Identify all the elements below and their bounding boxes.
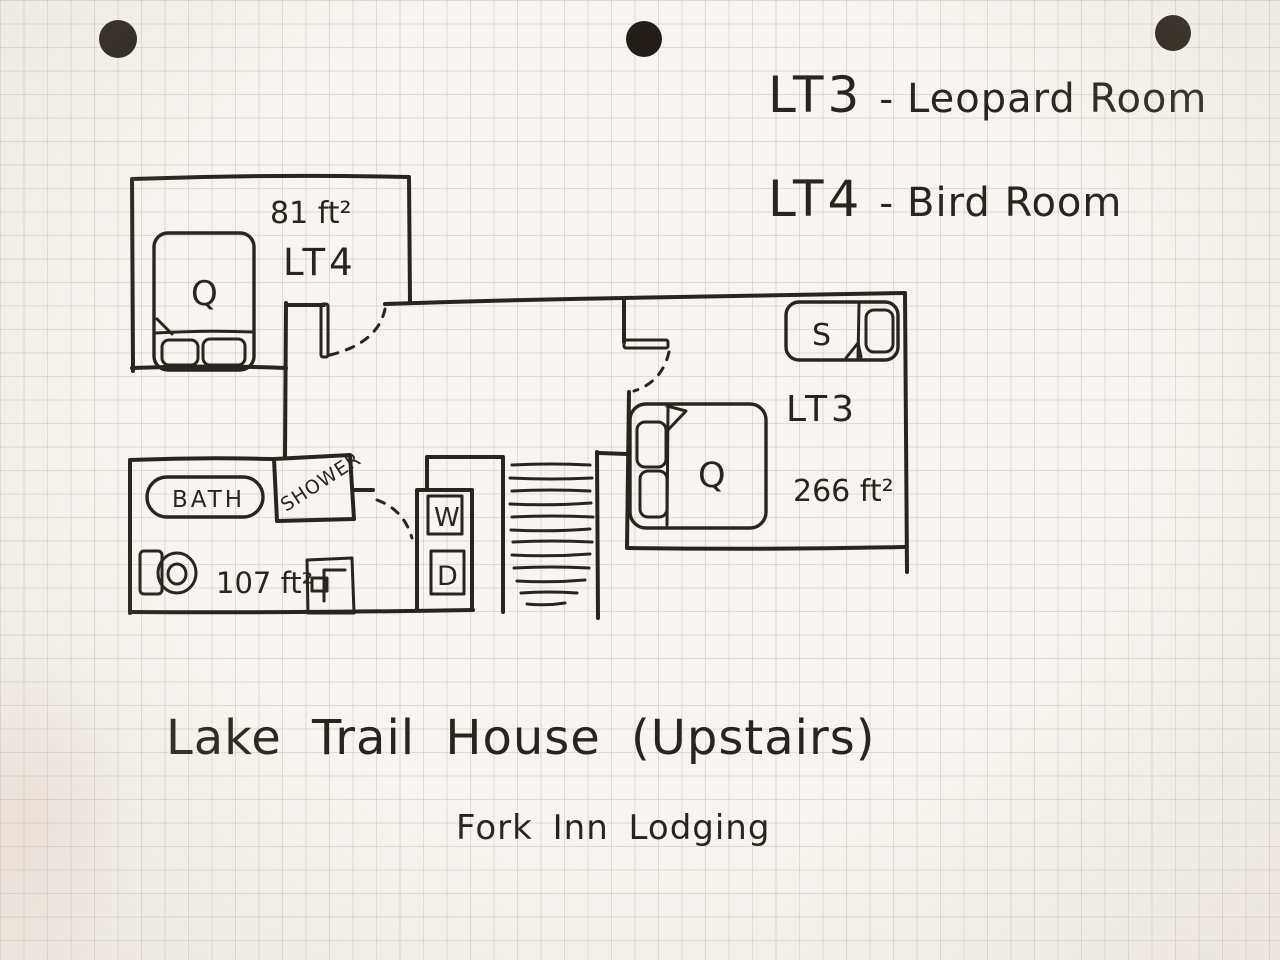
washer-dryer-units: W D bbox=[426, 494, 466, 596]
stair-tread bbox=[508, 476, 594, 481]
lt4-bottom-wall bbox=[130, 364, 288, 370]
lt3-queen-bed-blanket-fold bbox=[665, 404, 688, 432]
laundry-closet-notch-wall bbox=[425, 455, 504, 492]
lt3-single-bed-outline bbox=[784, 300, 900, 362]
legend-lt4-code: LT4 bbox=[768, 170, 864, 228]
sink-vanity bbox=[305, 556, 356, 615]
bathroom-west-north-walls bbox=[128, 456, 274, 615]
lt3-queen-size-label: Q bbox=[698, 456, 726, 496]
lt3-bottom-wall bbox=[626, 545, 907, 551]
stair-tread bbox=[510, 462, 592, 467]
sink-basin bbox=[310, 576, 329, 593]
bathroom-area-label: 107 ft² bbox=[216, 566, 313, 600]
dryer-label: D bbox=[437, 561, 458, 592]
stair-tread bbox=[510, 514, 595, 519]
legend-lt4-separator: - bbox=[879, 181, 894, 225]
lt3-single-bed: S bbox=[784, 300, 900, 362]
toilet-bowl bbox=[156, 551, 198, 595]
lt3-area-label: 266 ft² bbox=[793, 474, 894, 509]
stairwell-east-wall bbox=[595, 450, 600, 620]
lt3-queen-bed: Q bbox=[628, 402, 768, 530]
stair-tread bbox=[519, 590, 579, 595]
hole-punch-right bbox=[1155, 15, 1191, 51]
stair-treads bbox=[508, 462, 595, 607]
lt4-bed-pillow-left bbox=[160, 338, 200, 367]
legend-lt3-name: Leopard Room bbox=[907, 76, 1208, 122]
bathroom-south-wall bbox=[128, 608, 475, 615]
lt3-single-size-label: S bbox=[812, 318, 831, 353]
lt4-bed-size-label: Q bbox=[191, 274, 218, 314]
lt3-queen-bed-outline bbox=[628, 402, 768, 530]
stair-tread bbox=[509, 527, 592, 533]
lt3-door-swing-arc bbox=[632, 350, 671, 393]
lt4-bed-outline bbox=[152, 231, 256, 372]
lt4-bed-blanket-fold bbox=[155, 317, 174, 336]
dryer-box bbox=[429, 549, 466, 596]
toilet-bowl-inner bbox=[166, 562, 188, 586]
legend-entry-lt3: LT3 - Leopard Room bbox=[768, 66, 1207, 124]
stair-tread bbox=[510, 552, 592, 558]
lt3-single-pillow bbox=[864, 308, 895, 354]
bathtub bbox=[145, 475, 265, 519]
lt3-single-bed-blanket-fold bbox=[844, 341, 863, 360]
plan-subtitle: Fork Inn Lodging bbox=[456, 808, 771, 848]
hole-punch-left bbox=[99, 20, 137, 58]
stair-tread bbox=[512, 565, 591, 570]
legend-entry-lt4: LT4 - Bird Room bbox=[768, 170, 1122, 228]
hole-punch-center bbox=[626, 21, 662, 57]
stair-tread bbox=[508, 501, 593, 507]
lt3-queen-pillow-top bbox=[635, 420, 668, 469]
legend-lt3-separator: - bbox=[879, 77, 894, 121]
lt3-east-wall bbox=[903, 291, 909, 574]
lt3-room-label: LT3 bbox=[786, 389, 858, 430]
lt4-bed-pillow-right bbox=[201, 337, 247, 367]
washer-label: W bbox=[434, 503, 460, 533]
bathtub-label: BATH bbox=[172, 487, 245, 513]
stair-tread bbox=[525, 601, 567, 607]
stairwell-landing-wall bbox=[597, 451, 629, 456]
lt4-room-walls bbox=[130, 173, 412, 373]
legend-lt3-code: LT3 bbox=[768, 66, 864, 124]
washer-box bbox=[426, 494, 464, 536]
lt4-queen-bed: Q bbox=[152, 231, 256, 372]
shower-stall-walls bbox=[272, 453, 356, 523]
legend-lt4-name: Bird Room bbox=[907, 180, 1123, 226]
lt4-bed-blanket-line bbox=[154, 329, 255, 335]
lt3-door-leaf bbox=[622, 338, 670, 350]
lt4-area-label: 81 ft² bbox=[270, 196, 352, 231]
lt4-door-leaf bbox=[319, 302, 330, 359]
laundry-closet-walls bbox=[415, 488, 474, 612]
lt4-door-swing-arc bbox=[328, 307, 387, 357]
lt4-room-label: LT4 bbox=[283, 241, 357, 284]
toilet-tank bbox=[138, 549, 164, 596]
hall-west-wall bbox=[283, 301, 288, 460]
lt3-queen-pillow-bottom bbox=[638, 469, 669, 519]
bathroom-door-swing-arc bbox=[375, 498, 414, 540]
stair-tread bbox=[510, 488, 592, 493]
stair-tread bbox=[511, 539, 594, 544]
plan-title: Lake Trail House (Upstairs) bbox=[166, 710, 876, 766]
stair-tread bbox=[515, 578, 587, 584]
